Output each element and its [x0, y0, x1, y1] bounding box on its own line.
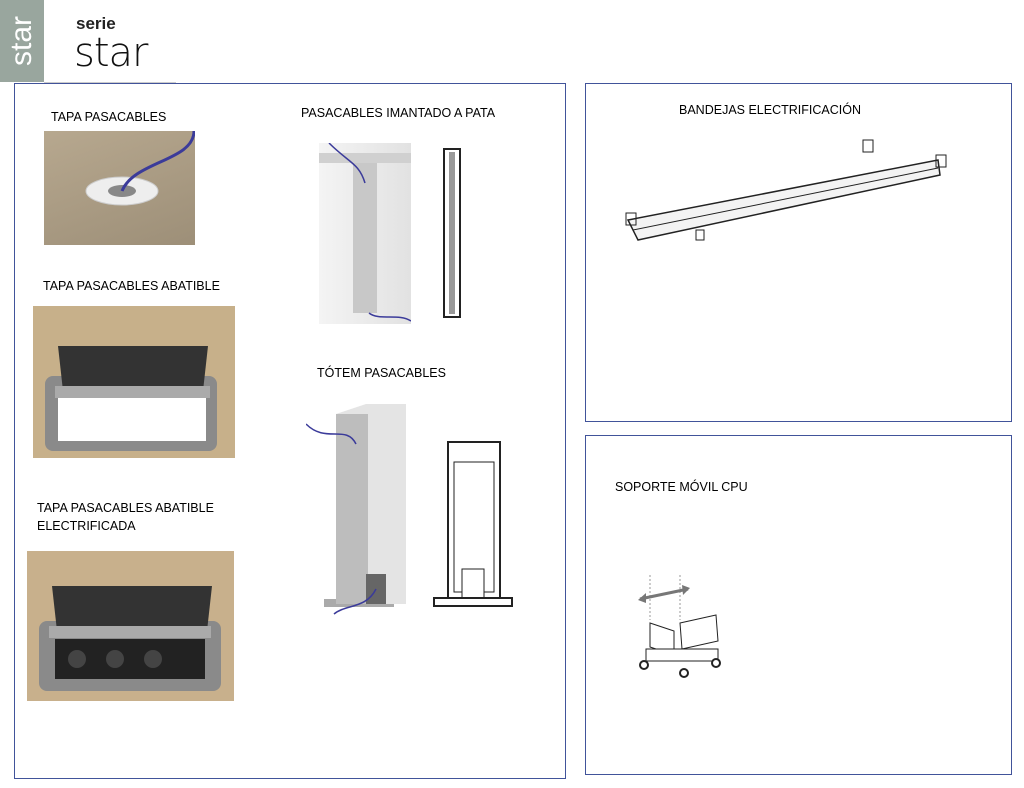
bandejas-label: BANDEJAS ELECTRIFICACIÓN [679, 103, 861, 117]
tapa-abatible-label: TAPA PASACABLES ABATIBLE [43, 279, 220, 293]
tapa-abatible-image [33, 306, 235, 458]
tapa-pasacables-label: TAPA PASACABLES [51, 110, 167, 124]
tapa-pasacables-image [44, 131, 195, 245]
header-divider [44, 82, 176, 83]
bandejas-drawing [618, 135, 948, 255]
soporte-label: SOPORTE MÓVIL CPU [615, 480, 748, 494]
left-panel [14, 83, 566, 779]
soporte-cpu-drawing [636, 575, 726, 683]
brand-side-tab: star [0, 0, 44, 82]
totem-photo [306, 404, 410, 616]
serie-label: serie [76, 14, 116, 33]
brand-logo: star [74, 30, 148, 76]
tapa-abatible-elec-label-2: ELECTRIFICADA [37, 519, 136, 533]
right-bottom-panel [585, 435, 1012, 775]
side-text: star [5, 15, 38, 67]
tapa-abatible-elec-image [27, 551, 234, 701]
totem-label: TÓTEM PASACABLES [317, 366, 446, 380]
pasacables-imantado-drawing [441, 147, 463, 319]
tapa-abatible-elec-label-1: TAPA PASACABLES ABATIBLE [37, 501, 214, 515]
pasacables-imantado-label: PASACABLES IMANTADO A PATA [301, 106, 496, 120]
totem-drawing [432, 434, 514, 610]
pasacables-imantado-photo [319, 143, 411, 324]
right-top-panel [585, 83, 1012, 422]
